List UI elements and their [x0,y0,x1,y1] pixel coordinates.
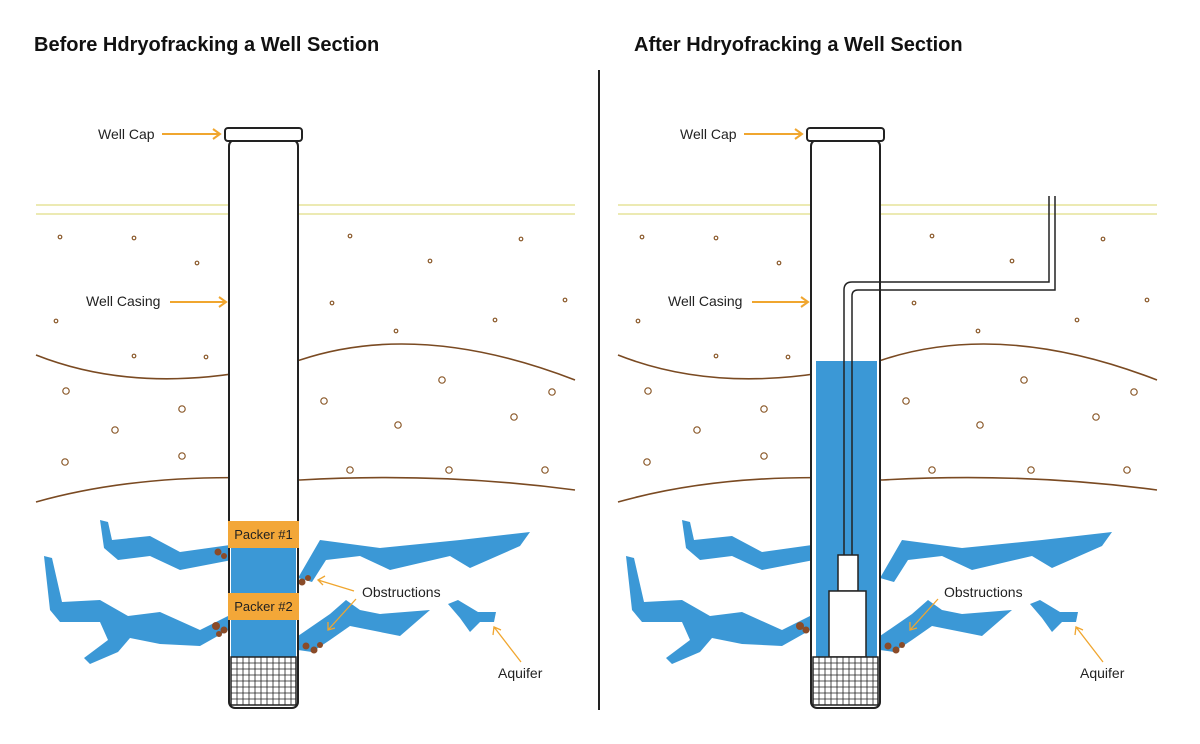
well-casing [224,127,303,709]
well-casing-label: Well Casing [668,293,742,309]
panel-divider [598,70,600,710]
soil-particles [53,233,568,474]
well-cap [224,127,303,142]
obstruction-deposits [212,548,323,654]
packer-1: Packer #1 [228,521,299,548]
before-diagram: Packer #1 Packer #2 Well Cap Well Casing… [35,126,576,709]
well-cap-label: Well Cap [680,126,737,142]
svg-text:Packer #1: Packer #1 [234,527,293,542]
packer-2: Packer #2 [228,593,299,620]
well-screen [230,656,297,706]
obstruction-deposits [796,622,905,654]
aquifer-fractures [626,520,1112,664]
well-casing-label: Well Casing [86,293,160,309]
soil-layer-boundaries [617,343,1158,503]
ground-surface-lines [618,204,1157,215]
svg-text:Packer #2: Packer #2 [234,599,293,614]
aquifer-label: Aquifer [498,665,543,681]
discharge-pipe [843,196,1056,555]
well-cap [806,127,885,142]
soil-particles [635,233,1150,474]
well-screen [812,656,879,706]
after-title: After Hdryofracking a Well Section [634,34,963,56]
before-title: Before Hdryofracking a Well Section [34,34,380,56]
ground-surface-lines [36,204,575,215]
pointer-arrows [162,128,522,663]
pointer-arrows [744,128,1104,663]
water-section [231,548,296,596]
after-diagram: Well Cap Well Casing Obstructions Aquife… [617,126,1158,709]
well-cap-label: Well Cap [98,126,155,142]
soil-layer-boundaries [35,343,576,503]
aquifer-label: Aquifer [1080,665,1125,681]
obstructions-label: Obstructions [944,584,1023,600]
aquifer-fractures [44,520,530,664]
obstructions-label: Obstructions [362,584,441,600]
